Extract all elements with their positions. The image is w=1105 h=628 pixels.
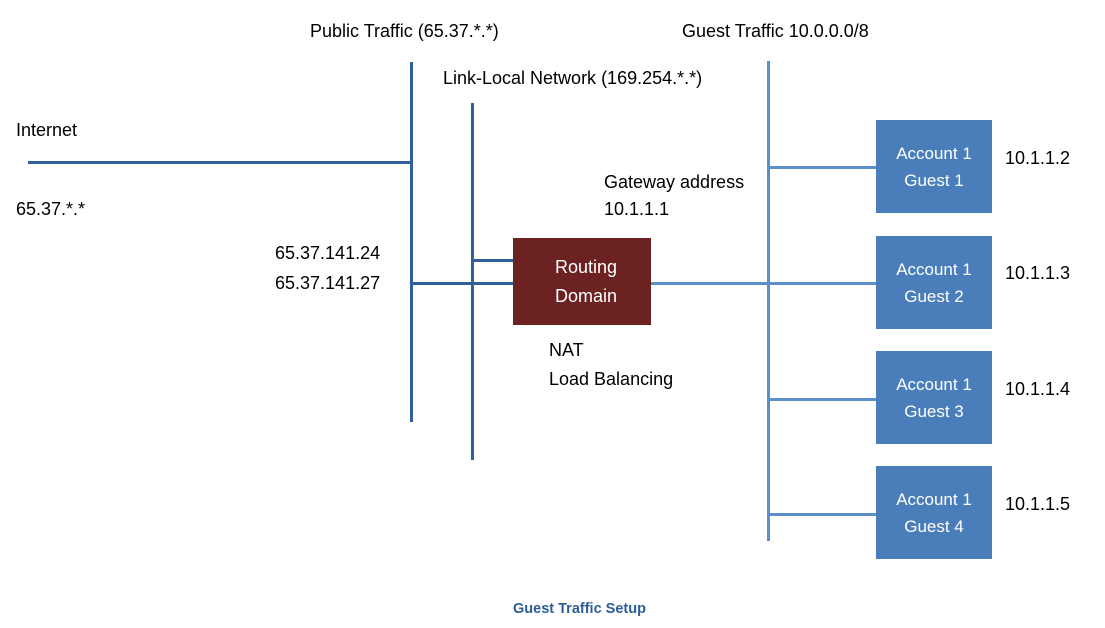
link-local-bus-line [471, 103, 474, 460]
public-traffic-header: Public Traffic (65.37.*.*) [310, 21, 499, 41]
guest-2-name: Guest 2 [904, 286, 964, 306]
public-ip-1-label: 65.37.141.24 [275, 243, 381, 263]
public-to-routing-line [410, 282, 613, 285]
routing-domain-line-1: Routing [555, 256, 618, 277]
internet-label: Internet [16, 120, 78, 140]
gateway-address-label: Gateway address [604, 172, 745, 192]
routing-to-guest-line [651, 282, 878, 285]
routing-domain-box[interactable]: Routing Domain [513, 238, 651, 325]
guest-1-account: Account 1 [896, 143, 972, 163]
guest-3-name: Guest 3 [904, 401, 964, 421]
guest-traffic-bus-line [767, 61, 770, 541]
guest-4-name: Guest 4 [904, 516, 964, 536]
guest-box-4[interactable]: Account 1 Guest 4 [876, 466, 992, 559]
gateway-address-value: 10.1.1.1 [604, 199, 670, 219]
guest-4-account: Account 1 [896, 489, 972, 509]
link-local-header: Link-Local Network (169.254.*.*) [443, 68, 703, 88]
guest-1-ip: 10.1.1.2 [1005, 148, 1071, 168]
diagram-caption: Guest Traffic Setup [513, 601, 646, 617]
public-traffic-bus-line [410, 62, 413, 422]
internet-trunk-line [28, 161, 413, 164]
guest-2-ip: 10.1.1.3 [1005, 263, 1071, 283]
guest-box-2[interactable]: Account 1 Guest 2 [876, 236, 992, 329]
internet-subnet-label: 65.37.*.* [16, 199, 86, 219]
routing-domain-line-2: Domain [555, 285, 618, 306]
guest-1-name: Guest 1 [904, 170, 964, 190]
guest-2-account: Account 1 [896, 259, 972, 279]
guest-3-connector-line [767, 398, 878, 401]
public-ip-2-label: 65.37.141.27 [275, 273, 381, 293]
guest-3-ip: 10.1.1.4 [1005, 379, 1071, 399]
routing-function-nat-label: NAT [549, 340, 584, 360]
guest-box-1[interactable]: Account 1 Guest 1 [876, 120, 992, 213]
guest-4-connector-line [767, 513, 878, 516]
guest-4-ip: 10.1.1.5 [1005, 494, 1071, 514]
guest-1-connector-line [767, 166, 878, 169]
guest-box-3[interactable]: Account 1 Guest 3 [876, 351, 992, 444]
guest-3-account: Account 1 [896, 374, 972, 394]
routing-function-lb-label: Load Balancing [549, 369, 674, 389]
guest-traffic-header: Guest Traffic 10.0.0.0/8 [682, 21, 869, 41]
